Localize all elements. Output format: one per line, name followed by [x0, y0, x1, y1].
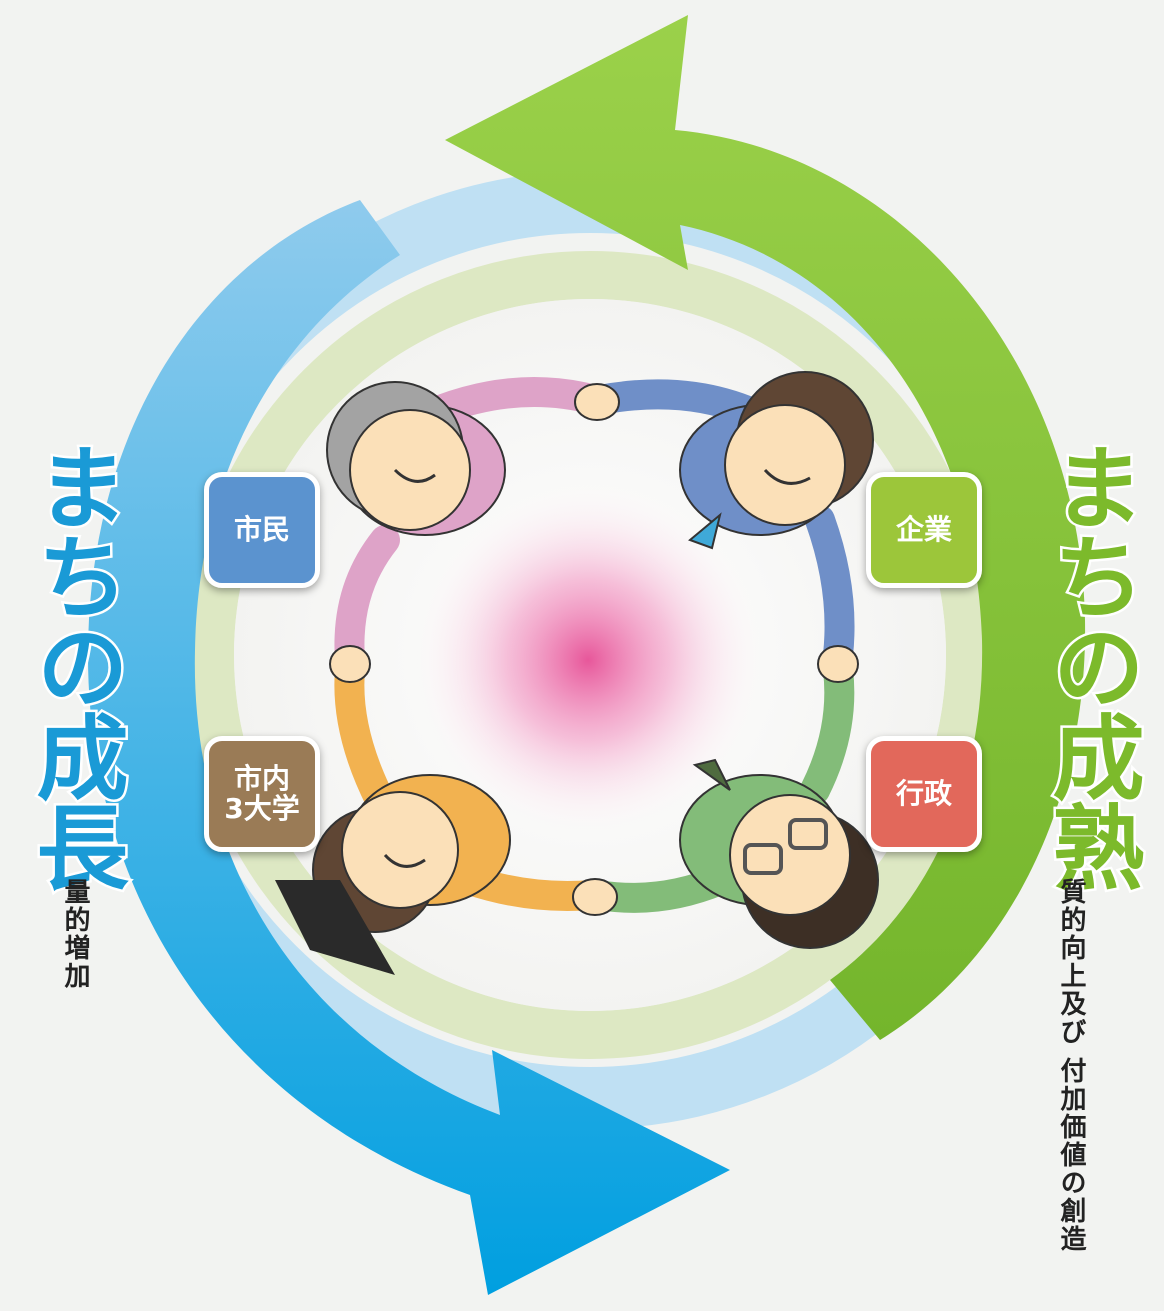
- maturity-subtitle: 質的向上及び 付加価値の創造: [1056, 878, 1086, 1254]
- maturity-title: まちの成熟: [1035, 438, 1147, 893]
- tag-citizens: 市民: [204, 472, 320, 588]
- tag-government: 行政: [866, 736, 982, 852]
- inner-ring: [186, 251, 994, 1059]
- government-person: [679, 758, 879, 949]
- maturity-arrow: [445, 15, 1086, 1040]
- growth-subtitle: 量的増加: [60, 878, 90, 990]
- company-person: [679, 371, 874, 550]
- tag-universities: 市内 3大学: [204, 736, 320, 852]
- people-circle: [275, 371, 879, 975]
- university-person: [275, 774, 511, 975]
- citizen-person: [326, 381, 506, 536]
- growth-arrow: [87, 200, 731, 1295]
- center-glow: [408, 480, 768, 840]
- growth-title: まちの成長: [19, 438, 131, 893]
- tag-companies: 企業: [866, 472, 982, 588]
